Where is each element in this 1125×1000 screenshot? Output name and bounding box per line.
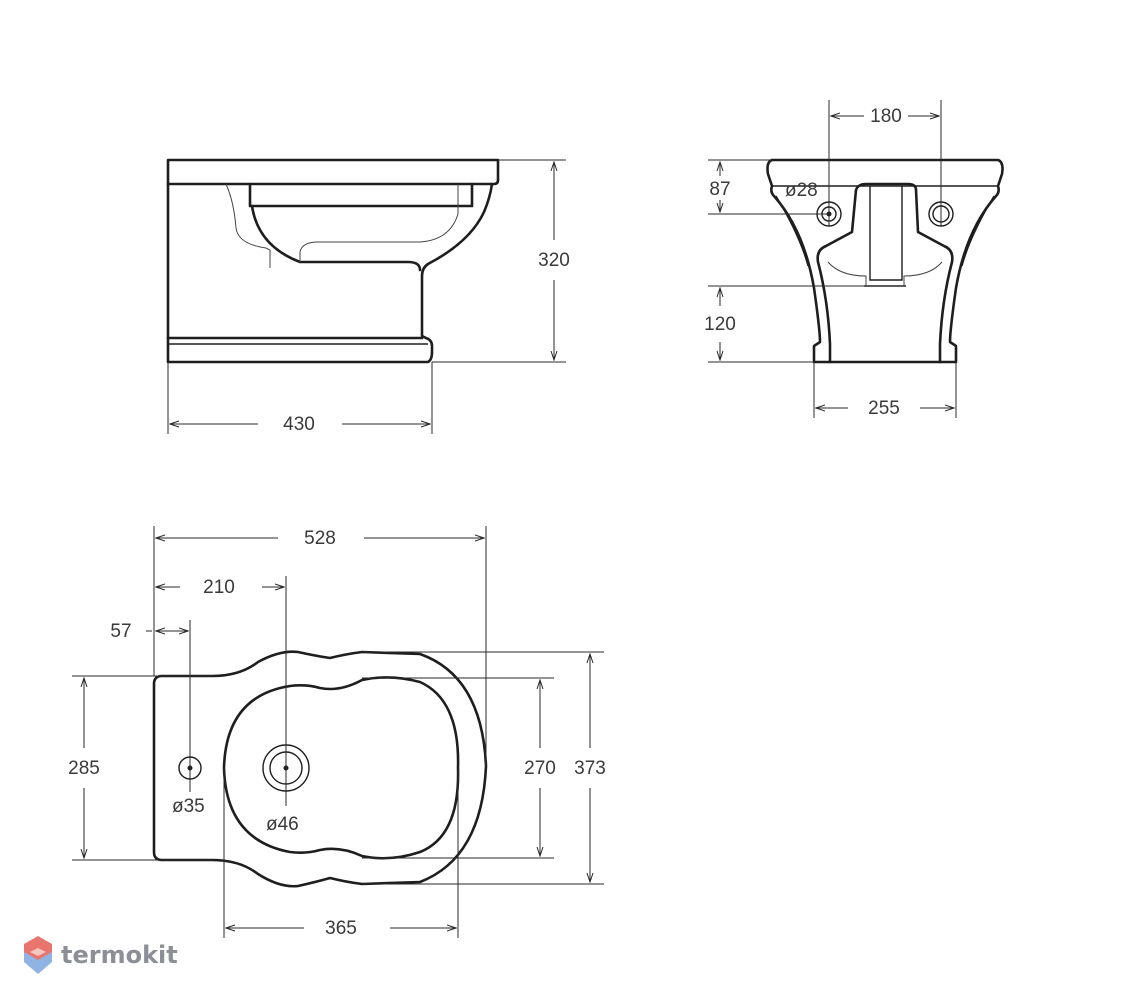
dim-tap-offset-57: 57	[110, 621, 131, 642]
top-outline	[152, 650, 488, 888]
side-body	[166, 182, 494, 364]
brand-logo: termokit	[24, 936, 178, 974]
dim-height-320: 320	[538, 250, 570, 271]
side-view: 320 430	[166, 158, 570, 435]
dim-drain-hole-46: ø46	[266, 814, 299, 835]
dim-drain-offset-210: 210	[203, 577, 235, 598]
dim-hole-diameter-28: ø28	[785, 180, 818, 201]
top-view: 528 210 57 285 ø35 ø46 270 373	[68, 526, 606, 939]
dim-hole-spacing-180: 180	[870, 106, 902, 127]
dim-bowl-width-270: 270	[524, 758, 556, 779]
dim-hole-height-87: 87	[709, 179, 730, 200]
dim-tap-hole-35: ø35	[172, 796, 205, 817]
side-bowl-inner	[248, 182, 474, 208]
dim-rear-width-285: 285	[68, 758, 100, 779]
side-rim	[166, 158, 500, 186]
dim-base-height-120: 120	[704, 314, 736, 335]
front-view: 180 87 ø28 120 255	[704, 100, 1004, 419]
dim-length-430: 430	[283, 414, 315, 435]
dim-overall-length-528: 528	[304, 528, 336, 549]
dim-bowl-length-365: 365	[325, 918, 357, 939]
dim-overall-width-373: 373	[574, 758, 606, 779]
dim-base-width-255: 255	[868, 398, 900, 419]
top-bowl	[222, 676, 460, 860]
brand-name: termokit	[61, 941, 178, 969]
